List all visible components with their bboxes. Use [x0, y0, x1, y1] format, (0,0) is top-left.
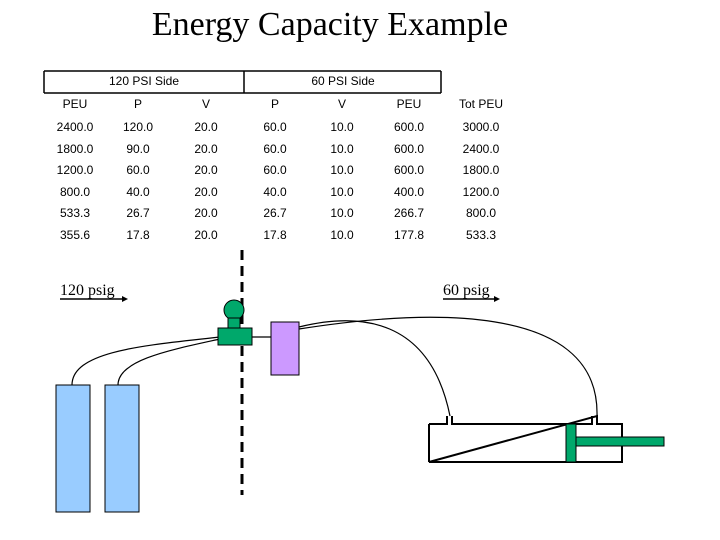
table-cell: 1800.0 — [56, 141, 94, 156]
table-cell: 266.7 — [393, 206, 425, 221]
table-group-header: 60 PSI Side — [311, 74, 375, 88]
table-cell: 3000.0 — [462, 120, 500, 134]
table-cell: 800.0 — [59, 184, 91, 199]
table-cell: 10.0 — [330, 163, 354, 178]
table-cell: 600.0 — [393, 163, 425, 178]
table-cell: 90.0 — [126, 141, 150, 156]
table-cell: 60.0 — [263, 141, 287, 156]
table-cell: 20.0 — [194, 141, 218, 156]
table-column-header: Tot PEU — [458, 97, 503, 111]
table-cell: 20.0 — [194, 163, 218, 178]
valve-box — [270, 321, 300, 376]
table-cell: 355.6 — [59, 228, 91, 242]
table-cell: 60.0 — [263, 120, 287, 134]
hose-tank1 — [71, 336, 221, 386]
table-cell: 533.3 — [59, 206, 91, 221]
table-cell: 10.0 — [330, 228, 354, 242]
table-cell: 20.0 — [194, 120, 218, 134]
table-cell: 600.0 — [393, 141, 425, 156]
right-pressure-label: 60 psig — [443, 282, 490, 299]
table-cell: 60.0 — [126, 163, 150, 178]
table-cell: 20.0 — [194, 228, 218, 242]
right-label-arrow — [494, 296, 500, 302]
left-label-arrow — [122, 296, 128, 302]
table-cell: 10.0 — [330, 184, 354, 199]
table-cell: 10.0 — [330, 141, 354, 156]
table-cell: 800.0 — [465, 206, 497, 221]
table-column-header: P — [133, 97, 142, 111]
table-cell: 60.0 — [263, 163, 287, 178]
table-cell: 2400.0 — [56, 120, 94, 134]
hose-tank2 — [117, 338, 221, 386]
table-cell: 1200.0 — [462, 184, 500, 199]
table-cell: 26.7 — [126, 206, 150, 221]
table-cell: 177.8 — [393, 228, 425, 242]
table-cell: 40.0 — [263, 184, 287, 199]
table-column-header: V — [337, 97, 346, 111]
table-cell: 533.3 — [465, 228, 497, 242]
piston-head — [565, 423, 577, 463]
table-cell: 20.0 — [194, 206, 218, 221]
table-cell: 120.0 — [122, 120, 154, 134]
table-group-header: 120 PSI Side — [108, 74, 180, 88]
table-cell: 1800.0 — [462, 163, 500, 178]
table-column-header: PEU — [396, 97, 422, 111]
regulator-body — [217, 327, 253, 346]
air-tank-2 — [104, 384, 140, 513]
table-cell: 1200.0 — [56, 163, 94, 178]
piston-rod — [575, 436, 665, 447]
air-tank-1 — [55, 384, 91, 513]
table-cell: 2400.0 — [462, 141, 500, 156]
table-cell: 17.8 — [263, 228, 287, 242]
table-cell: 40.0 — [126, 184, 150, 199]
table-column-header: V — [201, 97, 210, 111]
table-column-header: P — [270, 97, 279, 111]
hose-valve-cylinder-left — [298, 320, 451, 417]
hose-valve-cylinder-right — [298, 316, 598, 417]
left-pressure-label: 120 psig — [60, 282, 115, 299]
table-column-header: PEU — [62, 97, 88, 111]
table-cell: 10.0 — [330, 206, 354, 221]
table-cell: 10.0 — [330, 120, 354, 134]
table-cell: 600.0 — [393, 120, 425, 134]
table-cell: 400.0 — [393, 184, 425, 199]
regulator-knob — [223, 299, 245, 321]
table-cell: 26.7 — [263, 206, 287, 221]
table-cell: 17.8 — [126, 228, 150, 242]
page-title: Energy Capacity Example — [151, 6, 509, 43]
table-cell: 20.0 — [194, 184, 218, 199]
